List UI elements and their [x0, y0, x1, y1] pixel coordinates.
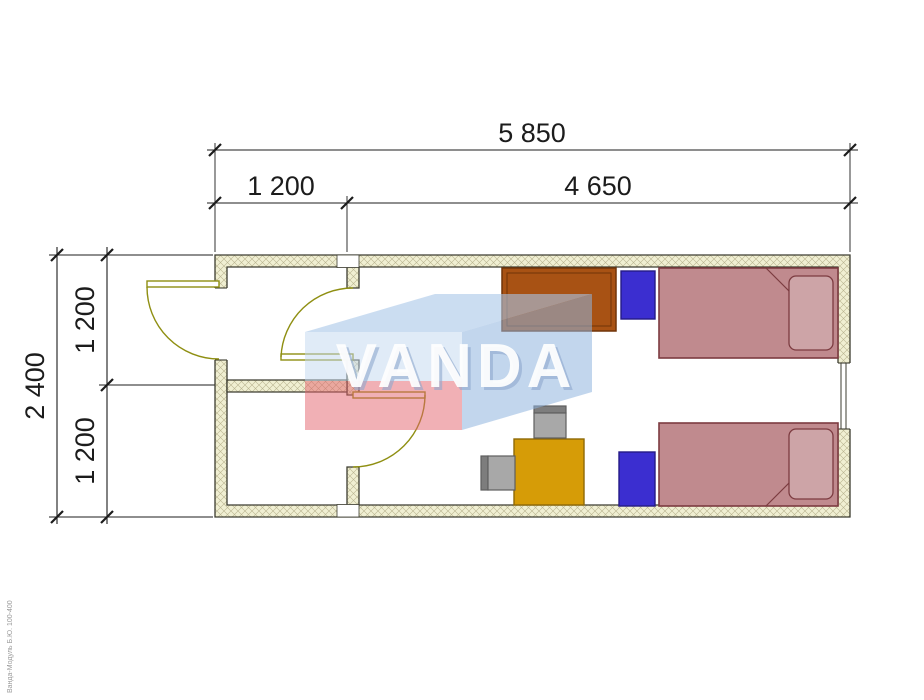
dimension-label-main-length: 4 650 — [564, 171, 632, 201]
dimension-tick — [100, 378, 114, 392]
fine-print: Ванда-Модуль Б.Ю. 100-400 — [7, 600, 14, 693]
chair-seat — [533, 412, 567, 439]
watermark-box-side-face — [462, 294, 592, 430]
dimension-tick — [208, 143, 222, 157]
nightstand-top — [620, 270, 656, 320]
dimension-tick — [208, 196, 222, 210]
blanket-fold — [765, 267, 791, 293]
chair-top — [533, 405, 567, 439]
partition-wall — [346, 466, 360, 506]
door-swing-arc — [146, 286, 220, 360]
dimension-total-length: 5 850 — [207, 118, 858, 252]
dimension-total-depth: 2 400 — [20, 247, 213, 524]
dimension-label-upper-room-depth: 1 200 — [70, 286, 100, 354]
watermark-box-front-face — [305, 332, 462, 381]
dimension-tick — [100, 248, 114, 262]
pillow — [788, 428, 834, 500]
watermark-box-top-face — [305, 294, 592, 332]
chair-left — [480, 455, 516, 491]
window-opening — [837, 363, 851, 429]
bed-bottom — [658, 422, 839, 507]
pillow — [788, 275, 834, 351]
door-leaf — [146, 280, 220, 288]
dimension-tick — [843, 196, 857, 210]
entrance-door — [146, 280, 220, 360]
watermark-text-shadow: VANDA — [339, 335, 580, 404]
dimension-tick — [340, 196, 354, 210]
dimension-label-total-length: 5 850 — [498, 118, 566, 148]
dimension-label-lower-room-depth: 1 200 — [70, 417, 100, 485]
brand-watermark: VANDA VANDA — [305, 294, 592, 430]
dimension-depth-segments: 1 200 1 200 — [70, 247, 226, 524]
dimension-label-total-depth: 2 400 — [20, 352, 50, 420]
wall-junction-detail — [336, 254, 360, 268]
door-opening — [214, 288, 228, 360]
dimension-tick — [50, 248, 64, 262]
furniture — [480, 267, 839, 507]
dimension-tick — [50, 510, 64, 524]
dimension-label-entry-length: 1 200 — [247, 171, 315, 201]
table — [513, 438, 585, 506]
dimension-tick — [843, 143, 857, 157]
wall-junction-detail — [336, 504, 360, 518]
dimension-length-segments: 1 200 4 650 — [207, 171, 858, 252]
door-swing-arc — [280, 287, 354, 358]
chair-seat — [487, 455, 516, 491]
bed-top — [658, 267, 839, 359]
window — [837, 362, 851, 430]
chair-backrest — [480, 455, 489, 491]
watermark-text: VANDA — [336, 332, 577, 401]
partition-wall — [346, 266, 360, 289]
watermark-box-front-face-red — [305, 381, 462, 430]
dimension-tick — [100, 510, 114, 524]
blanket-fold — [765, 481, 791, 507]
nightstand-bottom — [618, 451, 656, 507]
